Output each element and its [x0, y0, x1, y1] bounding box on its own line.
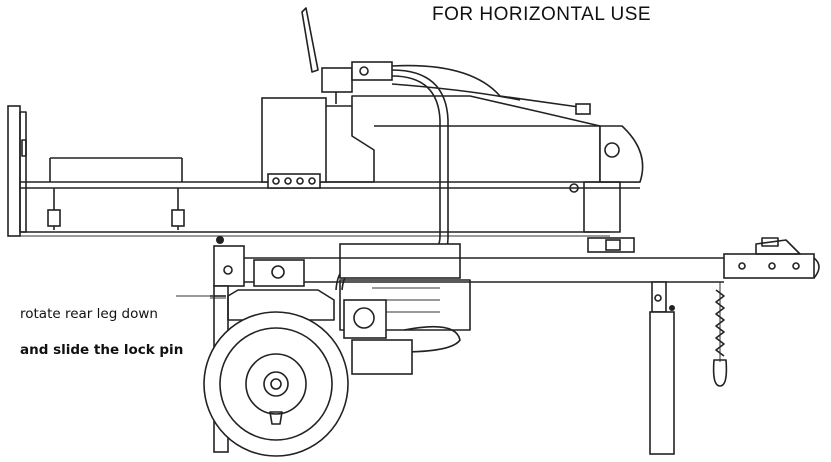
wedge-block — [261, 97, 375, 189]
splitting-beam — [20, 181, 640, 237]
chassis-frame — [213, 236, 724, 287]
safety-chain — [712, 282, 728, 387]
annotation-line-2: and slide the lock pin — [20, 342, 184, 358]
control-valve — [301, 7, 393, 104]
engine — [339, 243, 471, 375]
end-plate — [7, 105, 27, 237]
tow-hitch — [723, 237, 820, 279]
log-cradle — [47, 157, 185, 230]
front-leg — [649, 281, 675, 455]
annotation-line-1: rotate rear leg down — [20, 306, 158, 322]
diagram-title: FOR HORIZONTAL USE — [432, 4, 652, 25]
wheel — [203, 311, 349, 457]
hydraulic-cylinder — [351, 95, 644, 233]
